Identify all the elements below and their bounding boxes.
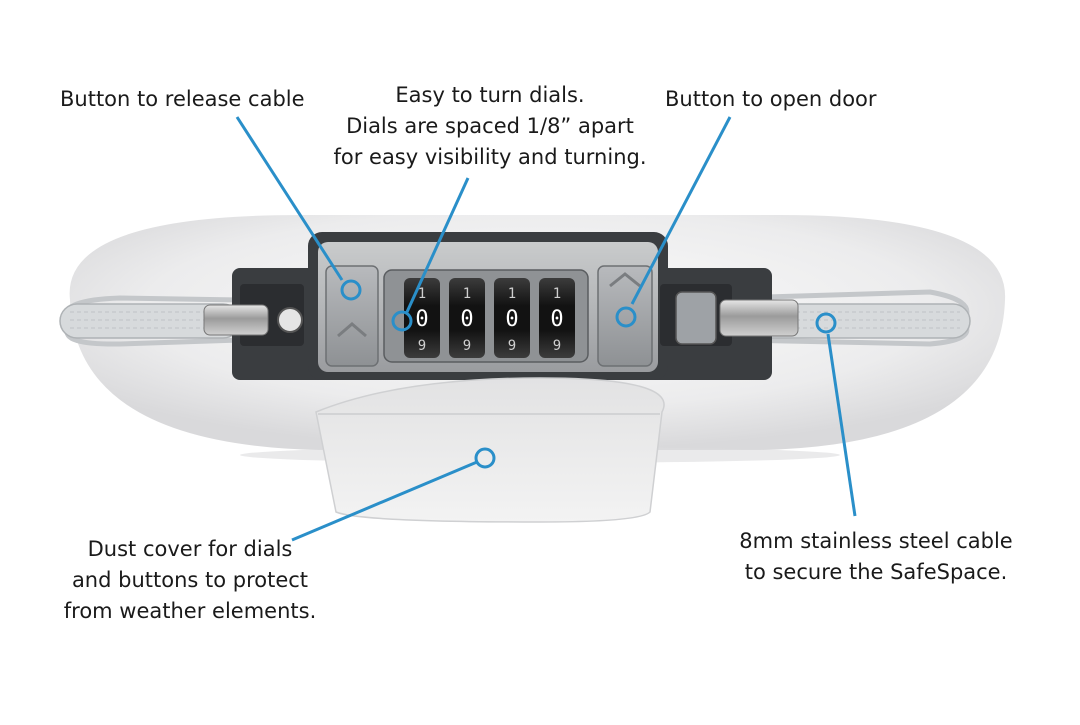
callout-release-line-1: Button to release cable <box>60 87 305 111</box>
leader-dials <box>405 177 470 313</box>
leader-cable <box>826 333 857 517</box>
dial-1-top: 1 <box>418 286 426 302</box>
callout-dials-line-2: Dials are spaced 1/8” apart <box>346 114 634 138</box>
callout-door-line-1: Button to open door <box>665 87 877 111</box>
marker-door <box>615 306 637 328</box>
cable-texture <box>70 311 960 329</box>
dial-4: 1 0 9 <box>539 278 575 358</box>
callout-open-door: Button to open door <box>665 84 877 115</box>
dial-1-bottom: 9 <box>418 338 426 354</box>
left-plug-head <box>277 307 303 333</box>
leader-release <box>235 116 344 281</box>
dial-2-bottom: 9 <box>463 338 471 354</box>
release-cable-button <box>325 265 379 367</box>
dial-4-mid: 0 <box>550 307 563 332</box>
callout-release-cable: Button to release cable <box>60 84 305 115</box>
callout-steel-cable: 8mm stainless steel cable to secure the … <box>716 526 1036 588</box>
marker-release <box>340 279 362 301</box>
marker-cable <box>815 312 837 334</box>
dial-2-mid: 0 <box>460 307 473 332</box>
release-cable-arrow <box>337 322 367 338</box>
callout-cable-line-2: to secure the SafeSpace. <box>744 560 1008 584</box>
callout-leaders <box>235 116 857 542</box>
callout-markers <box>340 279 837 469</box>
callout-dust-line-3: from weather elements. <box>63 599 317 623</box>
leader-door <box>630 116 732 305</box>
callout-dust-line-2: and buttons to protect <box>71 568 309 592</box>
open-door-arrow <box>609 272 641 288</box>
dial-4-bottom: 9 <box>553 338 561 354</box>
leader-dust <box>291 460 478 542</box>
dial-3-bottom: 9 <box>508 338 516 354</box>
dial-4-top: 1 <box>553 286 561 302</box>
dial-3-top: 1 <box>508 286 516 302</box>
dial-2-top: 1 <box>463 286 471 302</box>
callout-dials-line-3: for easy visibility and turning. <box>333 145 647 169</box>
right-plug <box>719 299 799 337</box>
callout-dials-line-1: Easy to turn dials. <box>395 83 585 107</box>
dial-1-mid: 0 <box>415 307 428 332</box>
callout-dust-line-1: Dust cover for dials <box>87 537 293 561</box>
marker-dials <box>391 310 413 332</box>
right-plug-collar <box>675 291 717 345</box>
callout-cable-line-1: 8mm stainless steel cable <box>739 529 1013 553</box>
dial-2: 1 0 9 <box>449 278 485 358</box>
left-plug <box>203 304 269 336</box>
callout-dust-cover: Dust cover for dials and buttons to prot… <box>50 534 330 627</box>
marker-dust <box>474 447 496 469</box>
dial-3: 1 0 9 <box>494 278 530 358</box>
callout-dials: Easy to turn dials. Dials are spaced 1/8… <box>322 80 658 173</box>
dial-3-mid: 0 <box>505 307 518 332</box>
